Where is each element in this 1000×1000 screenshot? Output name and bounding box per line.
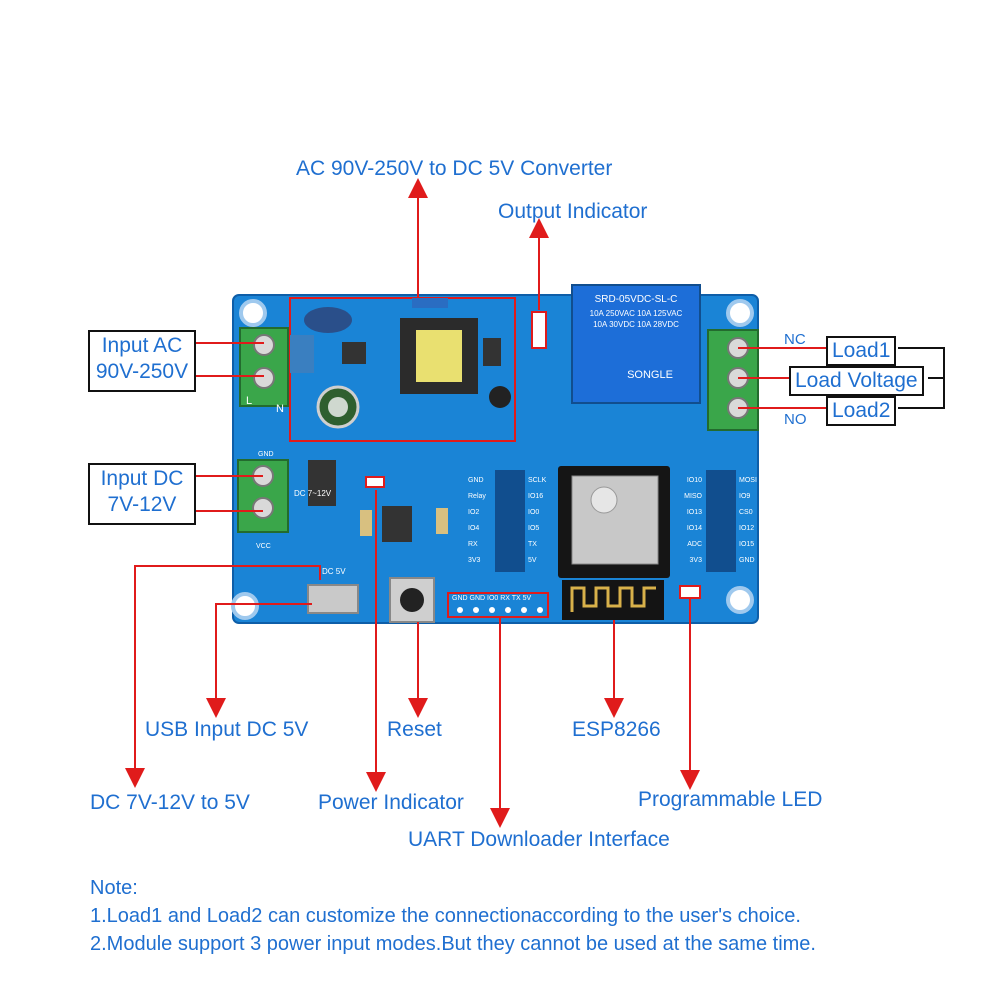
- load2-label: Load2: [826, 396, 897, 427]
- converter-label: AC 90V-250V to DC 5V Converter: [296, 157, 613, 180]
- power-led: [365, 476, 385, 488]
- dc-terminal-silkscreen: DC 7~12V: [294, 489, 332, 498]
- header-pin-label: RX: [468, 541, 478, 548]
- mounting-hole: [726, 299, 754, 327]
- callout-dc-converter: [125, 565, 321, 788]
- relay-model-text: SRD-05VDC-SL-C: [595, 294, 678, 305]
- gnd-silkscreen: GND: [258, 451, 274, 458]
- header-pin-label: TX: [528, 541, 537, 548]
- uart-label: UART Downloader Interface: [408, 828, 670, 851]
- mounting-hole: [239, 299, 267, 327]
- input-dc-line1: Input DC: [100, 467, 184, 490]
- varistor: [304, 307, 352, 333]
- usb-port: [307, 584, 359, 614]
- nc-label: NC: [784, 331, 806, 348]
- reset-label: Reset: [387, 718, 442, 741]
- esp8266-antenna: [562, 580, 664, 620]
- no-label: NO: [784, 411, 807, 428]
- input-ac-label: Input AC 90V-250V: [88, 330, 196, 392]
- power-indicator-label: Power Indicator: [318, 791, 464, 814]
- load-voltage-label: Load Voltage: [789, 366, 924, 397]
- input-ac-line1: Input AC: [101, 334, 183, 357]
- uart-silkscreen: GND GND IO0 RX TX 5V: [452, 595, 532, 602]
- mounting-hole: [231, 592, 259, 620]
- header-pin-label: IO0: [528, 509, 539, 516]
- programmable-led: [679, 585, 701, 599]
- gpio-header: [706, 470, 736, 572]
- header-pin-label: IO4: [468, 525, 479, 532]
- header-pin-label: IO13: [687, 509, 702, 516]
- header-pin-label: CS0: [739, 509, 753, 516]
- header-pin-label: IO2: [468, 509, 479, 516]
- voltage-regulator: [382, 506, 412, 542]
- pcb-board: [231, 284, 759, 624]
- header-pin-label: IO15: [739, 541, 754, 548]
- output-indicator-label: Output Indicator: [498, 200, 648, 223]
- header-pin-label: 3V3: [468, 557, 481, 564]
- header-pin-label: Relay: [468, 493, 486, 500]
- dc-converter-label: DC 7V-12V to 5V: [90, 791, 250, 814]
- uart-header: [447, 592, 549, 618]
- note-line-2: 2.Module support 3 power input modes.But…: [90, 933, 816, 955]
- input-ac-line2: 90V-250V: [95, 360, 189, 383]
- note-title: Note:: [90, 877, 138, 899]
- header-pin-label: IO9: [739, 493, 750, 500]
- voltage-regulator: [308, 460, 336, 506]
- header-pin-label: IO12: [739, 525, 754, 532]
- capacitor: [489, 386, 511, 408]
- programmable-led-label: Programmable LED: [638, 788, 823, 811]
- input-dc-label: Input DC 7V-12V: [88, 463, 196, 525]
- gpio-header: [495, 470, 525, 572]
- input-dc-line2: 7V-12V: [107, 493, 177, 516]
- relay-rating-text: 10A 250VAC 10A 125VAC: [590, 309, 683, 318]
- relay-rating-text: 10A 30VDC 10A 28VDC: [593, 320, 679, 329]
- header-pin-label: IO16: [528, 493, 543, 500]
- usb-input-label: USB Input DC 5V: [145, 718, 309, 741]
- callout-usb: [206, 603, 312, 718]
- header-pin-label: MISO: [684, 493, 702, 500]
- header-pin-label: IO14: [687, 525, 702, 532]
- header-pin-label: GND: [739, 557, 755, 564]
- terminal-l-label: L: [246, 395, 252, 407]
- header-pin-label: ADC: [687, 541, 702, 548]
- header-pin-label: 3V3: [690, 557, 703, 564]
- header-pin-label: GND: [468, 477, 484, 484]
- header-pin-label: SCLK: [528, 477, 547, 484]
- mounting-hole: [726, 586, 754, 614]
- relay: [571, 284, 701, 404]
- note-line-1: 1.Load1 and Load2 can customize the conn…: [90, 905, 801, 927]
- load-bracket: [898, 347, 945, 409]
- relay-brand-text: SONGLE: [627, 369, 673, 381]
- dc5v-silkscreen: DC 5V: [322, 567, 346, 576]
- header-pin-label: IO5: [528, 525, 539, 532]
- header-pin-label: 5V: [528, 557, 537, 564]
- header-pin-label: MOSI: [739, 477, 757, 484]
- output-led: [531, 311, 547, 349]
- vcc-silkscreen: VCC: [256, 543, 271, 550]
- terminal-n-label: N: [276, 403, 284, 415]
- load1-label: Load1: [826, 336, 897, 367]
- header-pin-label: IO10: [687, 477, 702, 484]
- esp8266-label: ESP8266: [572, 718, 661, 741]
